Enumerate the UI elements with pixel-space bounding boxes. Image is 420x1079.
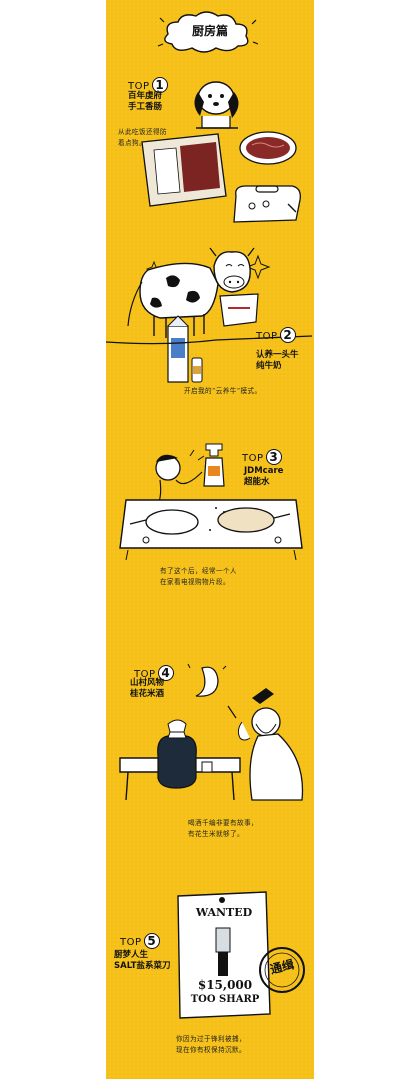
caption-line: 着点狗。 bbox=[118, 139, 146, 147]
poster-reward: $15,000 bbox=[197, 978, 253, 992]
title-line: 手工香肠 bbox=[128, 102, 163, 112]
title-line: JDMcare bbox=[244, 466, 284, 476]
title-line: 厨梦人生 bbox=[114, 950, 149, 960]
title-line: 百年虔府 bbox=[128, 91, 163, 101]
caption-line: 喝酒千编非要有故事， bbox=[188, 819, 258, 827]
title-line: 认养一头牛 bbox=[256, 350, 299, 360]
caption-line: 在家看电视购物片段。 bbox=[160, 578, 230, 586]
wine-sage-art bbox=[119, 663, 304, 801]
stove-spray-art bbox=[119, 443, 303, 561]
title-line: 山村风物 bbox=[130, 678, 165, 688]
rank-badge: 4 bbox=[157, 665, 174, 681]
item-1-caption: 从此吃饭还得防 着点狗。 bbox=[118, 127, 167, 149]
top-label: TOP bbox=[134, 669, 156, 680]
cow-milk-art bbox=[106, 247, 313, 383]
caption-line: 有花生米就够了。 bbox=[188, 830, 244, 838]
item-2-caption: 开启我的“云养牛”模式。 bbox=[184, 386, 261, 397]
item-5-title: 厨梦人生 SALT盐系菜刀 bbox=[114, 950, 171, 972]
top-label: TOP bbox=[242, 453, 264, 464]
rank-badge: 3 bbox=[265, 449, 282, 465]
caption-line: 现在你有权保持沉默。 bbox=[176, 1046, 246, 1054]
top-label: TOP bbox=[120, 937, 142, 948]
wanted-poster-art bbox=[177, 891, 305, 1019]
caption-line: 有了这个后，经常一个人 bbox=[160, 567, 237, 575]
rank-badge: 1 bbox=[151, 77, 168, 93]
header-title: 厨房篇 bbox=[191, 24, 228, 38]
dog-sausage-art bbox=[141, 81, 301, 223]
item-4-caption: 喝酒千编非要有故事， 有花生米就够了。 bbox=[188, 818, 258, 840]
poster-wanted: WANTED bbox=[195, 906, 253, 919]
rank-badge: 5 bbox=[143, 933, 160, 949]
top-label: TOP bbox=[128, 81, 150, 92]
rank-badge: 2 bbox=[279, 327, 296, 343]
item-5-caption: 你因为过于锋利被捕， 现在你有权保持沉默。 bbox=[176, 1034, 246, 1056]
caption-line: 你因为过于锋利被捕， bbox=[176, 1035, 246, 1043]
title-line: 超能水 bbox=[244, 477, 270, 487]
title-line: 纯牛奶 bbox=[256, 361, 282, 371]
title-line: SALT盐系菜刀 bbox=[114, 961, 171, 971]
caption-line: 从此吃饭还得防 bbox=[118, 128, 167, 136]
item-2-title: 认养一头牛 纯牛奶 bbox=[256, 350, 299, 372]
item-1-title: 百年虔府 手工香肠 bbox=[128, 91, 162, 113]
caption-line: 开启我的“云养牛”模式。 bbox=[184, 387, 262, 395]
header-cloud-art bbox=[157, 11, 259, 53]
title-line: 桂花米酒 bbox=[130, 689, 165, 699]
item-4-title: 山村风物 桂花米酒 bbox=[130, 678, 164, 700]
poster-subtitle: TOO SHARP bbox=[190, 994, 260, 1005]
item-3-caption: 有了这个后，经常一个人 在家看电视购物片段。 bbox=[160, 566, 237, 588]
top-label: TOP bbox=[256, 331, 278, 342]
item-3-title: JDMcare 超能水 bbox=[244, 466, 283, 488]
